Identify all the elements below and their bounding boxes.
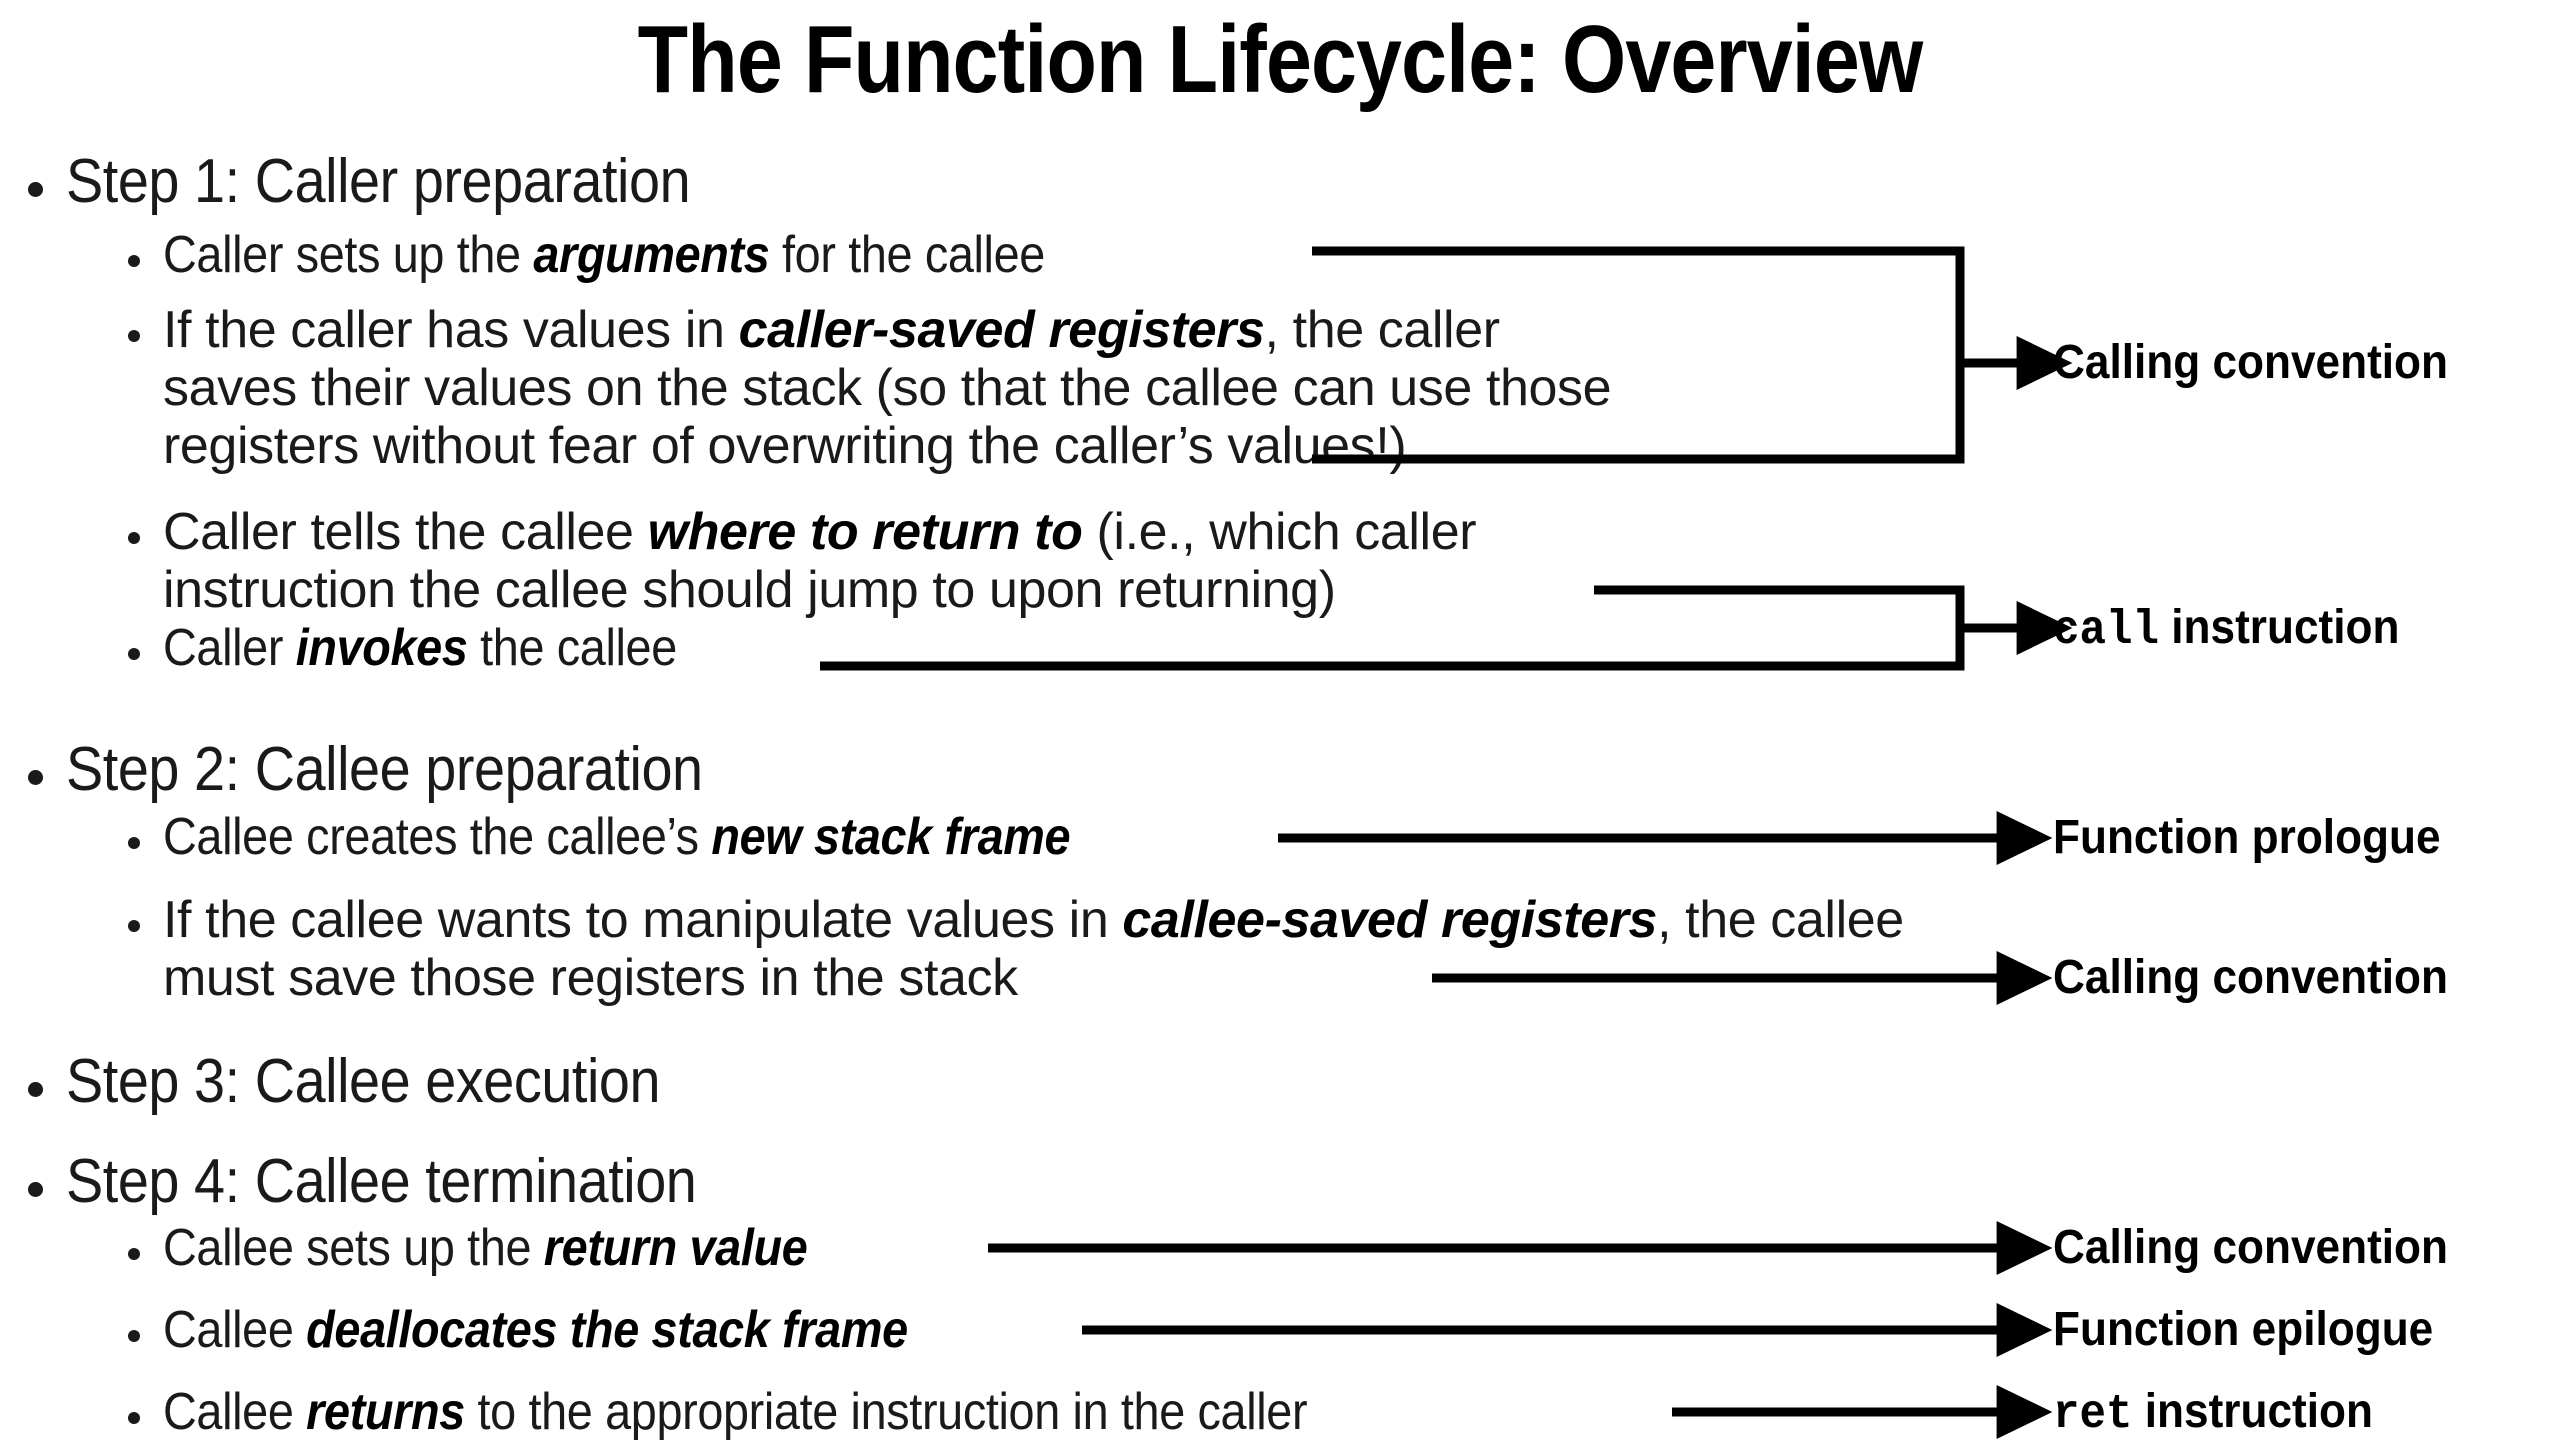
bullet-marker [28, 1082, 43, 1097]
step-1-bullet-2: If the caller has values in caller-saved… [163, 301, 1612, 475]
bullet-marker [128, 648, 140, 660]
callout-calling-convention-3: Calling convention [2053, 1221, 2449, 1274]
step-4-bullet-2: Callee deallocates the stack frame [163, 1301, 908, 1359]
step-2-bullet-1: Callee creates the callee’s new stack fr… [163, 808, 1071, 866]
step-1-heading: Step 1: Caller preparation [66, 147, 691, 216]
step-3-heading: Step 3: Callee execution [66, 1047, 661, 1116]
step-1-bullet-1: Caller sets up the arguments for the cal… [163, 226, 1045, 284]
step-1-bullet-4: Caller invokes the callee [163, 619, 677, 677]
callout-calling-convention-2: Calling convention [2053, 951, 2449, 1004]
bullet-marker [128, 330, 140, 342]
step-1-bullet-3: Caller tells the callee where to return … [163, 503, 1477, 619]
bullet-marker [128, 532, 140, 544]
bullet-marker [128, 837, 140, 849]
step-4-heading: Step 4: Callee termination [66, 1147, 697, 1216]
bullet-marker [28, 182, 43, 197]
bullet-marker [128, 1412, 140, 1424]
callout-function-prologue: Function prologue [2053, 811, 2441, 864]
step-2-heading: Step 2: Callee preparation [66, 735, 703, 804]
callout-calling-convention-1: Calling convention [2053, 336, 2449, 389]
bullet-marker [28, 1182, 43, 1197]
bullet-marker [128, 255, 140, 267]
step-2-bullet-2: If the callee wants to manipulate values… [163, 891, 1904, 1007]
step-4-bullet-1: Callee sets up the return value [163, 1219, 808, 1277]
step-4-bullet-3: Callee returns to the appropriate instru… [163, 1383, 1308, 1440]
page-title: The Function Lifecycle: Overview [637, 6, 1923, 113]
bullet-marker [128, 920, 140, 932]
callout-call-instruction: call instruction [2053, 601, 2400, 658]
bullet-marker [128, 1248, 140, 1260]
bullet-marker [28, 770, 43, 785]
bullet-marker [128, 1330, 140, 1342]
callout-ret-instruction: ret instruction [2053, 1385, 2373, 1440]
callout-function-epilogue: Function epilogue [2053, 1303, 2434, 1356]
